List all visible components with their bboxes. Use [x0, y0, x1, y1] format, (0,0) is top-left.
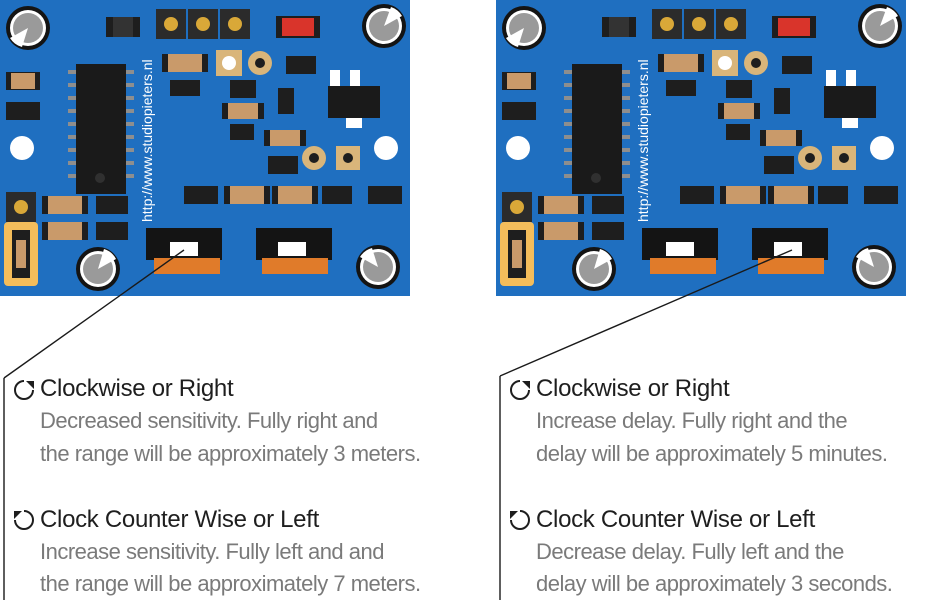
clockwise-desc-line-2: the range will be approximately 3 meters…: [40, 441, 421, 466]
counter-clockwise-icon: [510, 510, 530, 530]
clockwise-icon: [510, 380, 530, 400]
clockwise-title: Clockwise or Right: [40, 375, 234, 402]
counter-clockwise-title: Clock Counter Wise or Left: [40, 506, 319, 533]
counter-clockwise-icon: [14, 510, 34, 530]
board-url-text: http://www.studiopieters.nl: [635, 59, 651, 222]
counter-clockwise-title: Clock Counter Wise or Left: [536, 506, 815, 533]
sensor-board-left: http://www.studiopieters.nl: [0, 0, 410, 296]
counter-clockwise-desc-line-1: Decrease delay. Fully left and the: [536, 539, 844, 564]
leader-line-delay: [499, 249, 793, 377]
leader-line-sensitivity: [3, 249, 185, 379]
clockwise-title: Clockwise or Right: [536, 375, 730, 402]
counter-clockwise-desc-line-2: the range will be approximately 7 meters…: [40, 571, 421, 596]
clockwise-desc-line-2: delay will be approximately 5 minutes.: [536, 441, 888, 466]
clockwise-desc-line-1: Increase delay. Fully right and the: [536, 408, 848, 433]
sensor-board-right: http://www.studiopieters.nl: [496, 0, 906, 296]
counter-clockwise-desc-line-2: delay will be approximately 3 seconds.: [536, 571, 893, 596]
board-url-text: http://www.studiopieters.nl: [139, 59, 155, 222]
clockwise-icon: [14, 380, 34, 400]
counter-clockwise-desc-line-1: Increase sensitivity. Fully left and and: [40, 539, 385, 564]
clockwise-desc-line-1: Decreased sensitivity. Fully right and: [40, 408, 378, 433]
